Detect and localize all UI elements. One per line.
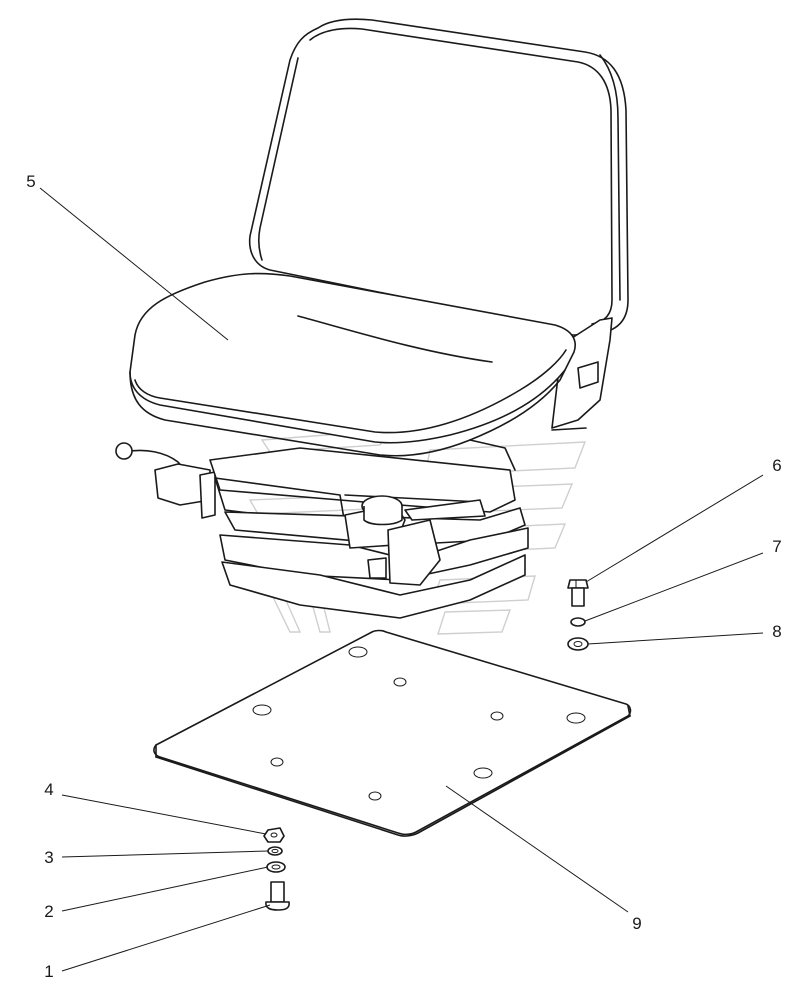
callout-3: 3 <box>44 848 53 867</box>
callout-5: 5 <box>26 172 35 191</box>
bolt-right <box>567 579 589 607</box>
callout-9: 9 <box>632 914 641 933</box>
plate-holes <box>252 646 586 801</box>
leader-8 <box>587 632 764 645</box>
leader-3 <box>61 850 269 858</box>
lock-washer-right <box>570 617 586 627</box>
leader-1 <box>61 904 271 972</box>
leader-2 <box>61 866 269 912</box>
weight-adjust-handle <box>404 499 486 521</box>
flat-washer-left <box>266 861 286 873</box>
leader-7 <box>584 552 764 622</box>
lever-knob <box>115 442 133 460</box>
callout-4: 4 <box>44 780 53 799</box>
lock-washer-left <box>267 846 283 856</box>
seat-suspension-base <box>115 439 529 619</box>
seat-cushion <box>129 272 576 457</box>
callout-1: 1 <box>44 962 53 981</box>
callout-8: 8 <box>772 622 781 641</box>
callout-2: 2 <box>44 902 53 921</box>
seat-backrest <box>248 18 629 336</box>
leader-5 <box>39 187 229 341</box>
leader-lines <box>39 187 764 972</box>
seat-side-bracket <box>551 317 613 431</box>
screw-left <box>265 881 290 911</box>
callout-6: 6 <box>772 456 781 475</box>
leader-6 <box>585 474 764 583</box>
callout-7: 7 <box>772 537 781 556</box>
flat-washer-right <box>567 637 589 651</box>
nut-left <box>263 827 285 843</box>
leader-9 <box>445 785 629 913</box>
callout-labels: 1 2 3 4 5 6 7 8 9 <box>26 172 781 981</box>
leader-4 <box>61 794 267 835</box>
mounting-plate <box>153 629 632 837</box>
